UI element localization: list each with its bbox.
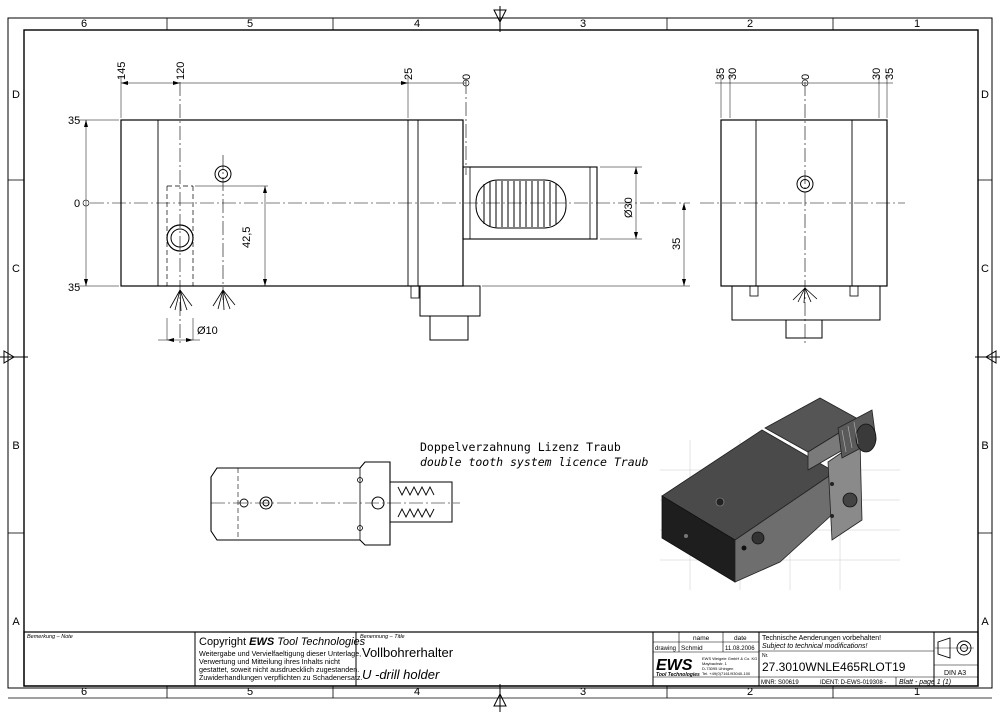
- logo-text: EWS: [656, 657, 693, 674]
- end-view-dimensions: 35 30 0 30 35: [715, 68, 896, 80]
- copyright-line-3: gestattet, soweit nicht ausdruecklich zu…: [199, 665, 359, 674]
- zone-col-5-top: 5: [247, 18, 253, 30]
- copyright-line-1: Weitergabe und Vervielfaeltigung dieser …: [199, 649, 361, 658]
- sheet-page: Blatt - page 1 (1): [899, 679, 951, 686]
- remark-label: Bemerkung – Note: [27, 634, 73, 640]
- dim-145: 145: [116, 62, 128, 80]
- ident-value: IDENT: D-EWS-019308 -: [820, 680, 886, 686]
- title-en: U -drill holder: [362, 667, 440, 682]
- copyright-brand: EWS: [249, 636, 275, 648]
- copyright-suffix: Tool Technologies: [274, 636, 365, 648]
- company-line-1: EWS Weigele GmbH & Co. KG: [702, 656, 757, 661]
- dim-35-bottom: 35: [68, 282, 80, 294]
- drawn-date: 11.08.2006: [725, 646, 755, 652]
- dim-35-top: 35: [68, 115, 80, 127]
- company-line-3: D-73095 Uhingen: [702, 666, 733, 671]
- nr-label: Nr.: [762, 653, 768, 659]
- zone-labels: 6 5 4 3 2 1 6 5 4 3 2 1 D C B A D C B A: [12, 18, 989, 698]
- drawn-by: Schmid: [681, 645, 703, 652]
- copyright-prefix: Copyright: [199, 636, 249, 648]
- zone-col-3-top: 3: [580, 18, 586, 30]
- dim-25: 25: [403, 68, 415, 80]
- dim-0-left: 0: [74, 198, 80, 210]
- col-name-header: name: [693, 635, 710, 642]
- note-line-en: double tooth system licence Traub: [420, 455, 649, 469]
- top-view: [210, 461, 460, 546]
- company-line-4: Tel. +49(0)7161/93040-100: [702, 671, 751, 676]
- dim-end-30-right: 30: [871, 68, 883, 80]
- dim-end-35-left: 35: [715, 68, 727, 80]
- zone-row-d-right: D: [981, 89, 989, 101]
- dim-42-5: 42,5: [241, 227, 253, 248]
- zone-col-3-bottom: 3: [580, 686, 586, 698]
- notice-en: Subject to technical modifications!: [762, 643, 867, 650]
- zone-row-b-left: B: [12, 440, 19, 452]
- sheet-frame: [0, 6, 1000, 712]
- note-line-de: Doppelverzahnung Lizenz Traub: [420, 440, 621, 454]
- zone-col-6-bottom: 6: [81, 686, 87, 698]
- dim-end-0: 0: [800, 74, 812, 80]
- zone-col-1-bottom: 1: [914, 686, 920, 698]
- col-date-header: date: [734, 635, 747, 642]
- zone-col-1-top: 1: [914, 18, 920, 30]
- notice-de: Technische Aenderungen vorbehalten!: [762, 635, 881, 642]
- copyright-line-2: Verwertung und Mitteilung ihres Inhalts …: [199, 657, 340, 666]
- logo-sub: Tool Technologies: [656, 672, 700, 678]
- zone-col-6-top: 6: [81, 18, 87, 30]
- title-block-lines: [23, 631, 979, 687]
- dim-dia-30: Ø30: [623, 197, 635, 218]
- side-view-dimensions: 145 120 25 0 35 0 35 42,5 Ø30 35 Ø10: [68, 62, 683, 337]
- zone-col-2-top: 2: [747, 18, 753, 30]
- din-format: DIN A3: [944, 670, 966, 677]
- title-block: Bemerkung – Note Copyright EWS Tool Tech…: [27, 634, 974, 686]
- zone-row-b-right: B: [981, 440, 988, 452]
- zone-row-c-right: C: [981, 263, 989, 275]
- copyright-title: Copyright EWS Tool Technologies: [199, 636, 366, 648]
- zone-col-4-top: 4: [414, 18, 420, 30]
- end-view: [700, 76, 905, 345]
- licence-note: Doppelverzahnung Lizenz Traub double too…: [420, 440, 649, 469]
- title-de: Vollbohrerhalter: [362, 645, 454, 660]
- zone-row-a-left: A: [12, 616, 20, 628]
- ews-logo: EWS Tool Technologies: [656, 657, 700, 678]
- zone-col-2-bottom: 2: [747, 686, 753, 698]
- dim-end-35-right: 35: [884, 68, 896, 80]
- zone-row-c-left: C: [12, 263, 20, 275]
- mnr-value: MNR: S00619: [761, 680, 799, 686]
- zone-row-d-left: D: [12, 89, 20, 101]
- dim-dia-10: Ø10: [197, 325, 218, 337]
- zone-col-4-bottom: 4: [414, 686, 420, 698]
- company-line-2: Maybachstr. 1: [702, 661, 728, 666]
- copyright-line-4: Zuwiderhandlungen verpflichten zu Schade…: [199, 673, 362, 682]
- zone-row-a-right: A: [981, 616, 989, 628]
- zone-col-5-bottom: 5: [247, 686, 253, 698]
- dim-0-top: 0: [461, 74, 473, 80]
- part-number: 27.3010WNLE465RLOT19: [762, 660, 906, 674]
- dim-120: 120: [175, 62, 187, 80]
- side-view: [78, 76, 690, 345]
- drawing-row-label: drawing: [655, 646, 676, 652]
- projection-symbol-icon: [935, 637, 974, 659]
- dim-end-30-left: 30: [727, 68, 739, 80]
- benennung-label: Benennung – Title: [360, 634, 405, 640]
- isometric-view: [660, 397, 900, 590]
- dim-35-right: 35: [671, 238, 683, 250]
